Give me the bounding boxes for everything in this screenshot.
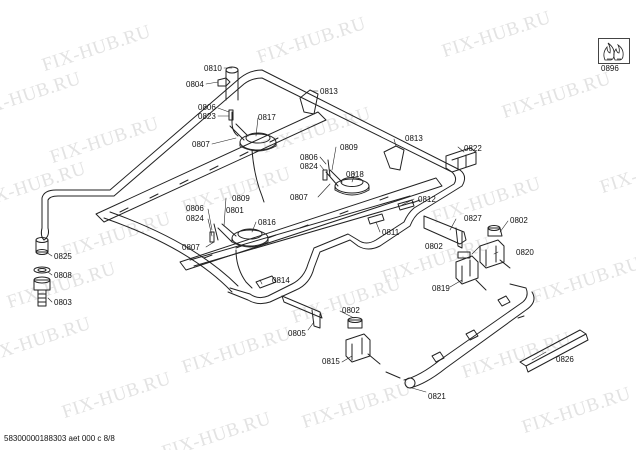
part-label: 0806 xyxy=(198,103,216,112)
part-label: 0823 xyxy=(198,112,216,121)
part-label: 0809 xyxy=(232,194,250,203)
ignition-wire-0806-mid xyxy=(327,159,331,177)
valve-0820 xyxy=(479,239,511,269)
part-label: 0815 xyxy=(322,357,340,366)
part-label: 0822 xyxy=(464,144,482,153)
part-label: 0813 xyxy=(405,134,423,143)
fitting-0825 xyxy=(35,237,49,255)
electrode-0824-low xyxy=(209,231,215,243)
part-label: 0803 xyxy=(54,298,72,307)
burner-0816 xyxy=(217,223,269,289)
part-label: 0827 xyxy=(464,214,482,223)
part-label: 0813 xyxy=(320,87,338,96)
nut-0804 xyxy=(217,77,231,87)
injector-0812 xyxy=(397,199,415,211)
part-label: 0802 xyxy=(342,306,360,315)
part-label: 0810 xyxy=(204,64,222,73)
gas-manifold-0821 xyxy=(385,283,535,389)
part-label: 0807 xyxy=(182,243,200,252)
part-label: 0814 xyxy=(272,276,290,285)
part-label: 0824 xyxy=(186,214,204,223)
burner-plate-lower xyxy=(179,177,443,271)
connector-0803 xyxy=(33,276,51,307)
part-label: 0806 xyxy=(186,204,204,213)
part-label: 0804 xyxy=(186,80,204,89)
burner-0818 xyxy=(325,169,370,196)
part-label: 0826 xyxy=(556,355,574,364)
document-footer-code: 58300000188303 aet 000 c 8/8 xyxy=(4,434,115,443)
part-label: 0808 xyxy=(54,271,72,280)
bracket-0813-left xyxy=(299,89,319,115)
part-label: 0802 xyxy=(425,242,443,251)
injector-0811 xyxy=(367,213,385,225)
part-label: 0821 xyxy=(428,392,446,401)
electrode-0824-mid xyxy=(322,169,328,181)
part-label: 0812 xyxy=(418,195,436,204)
ignition-wire-0806-low xyxy=(213,223,219,241)
bracket-0813-right xyxy=(383,145,405,171)
gas-flame-icon xyxy=(598,38,630,64)
part-label: 0825 xyxy=(54,252,72,261)
part-label: 0806 xyxy=(300,153,318,162)
burner-plate-upper xyxy=(95,111,327,223)
washer-0808 xyxy=(33,266,51,274)
part-label: 0896 xyxy=(601,64,619,73)
nut-0802-mid xyxy=(457,251,471,259)
part-label: 0818 xyxy=(346,170,364,179)
nut-0802-right xyxy=(487,227,503,237)
part-label: 0802 xyxy=(510,216,528,225)
part-label: 0811 xyxy=(382,228,400,237)
part-label: 0801 xyxy=(226,206,244,215)
bracket-0805 xyxy=(281,295,323,329)
ignition-wire-0806-top xyxy=(231,111,239,137)
burner-0817 xyxy=(229,123,277,203)
bracket-0814 xyxy=(255,275,277,289)
part-label: 0807 xyxy=(290,193,308,202)
valve-0815 xyxy=(345,333,381,365)
part-label: 0809 xyxy=(340,143,358,152)
valve-block-0822 xyxy=(445,147,477,173)
part-label: 0819 xyxy=(432,284,450,293)
part-label: 0807 xyxy=(192,140,210,149)
flame-graphic xyxy=(603,42,624,61)
part-label: 0816 xyxy=(258,218,276,227)
cover-strip-0826 xyxy=(519,329,589,373)
bracket-0827 xyxy=(423,215,467,249)
valve-0819 xyxy=(455,255,487,291)
part-label: 0824 xyxy=(300,162,318,171)
part-label: 0817 xyxy=(258,113,276,122)
nut-0802-center xyxy=(347,319,363,329)
part-label: 0805 xyxy=(288,329,306,338)
part-label: 0820 xyxy=(516,248,534,257)
electrode-0823 xyxy=(228,109,234,121)
burner-support-frame xyxy=(40,69,466,305)
